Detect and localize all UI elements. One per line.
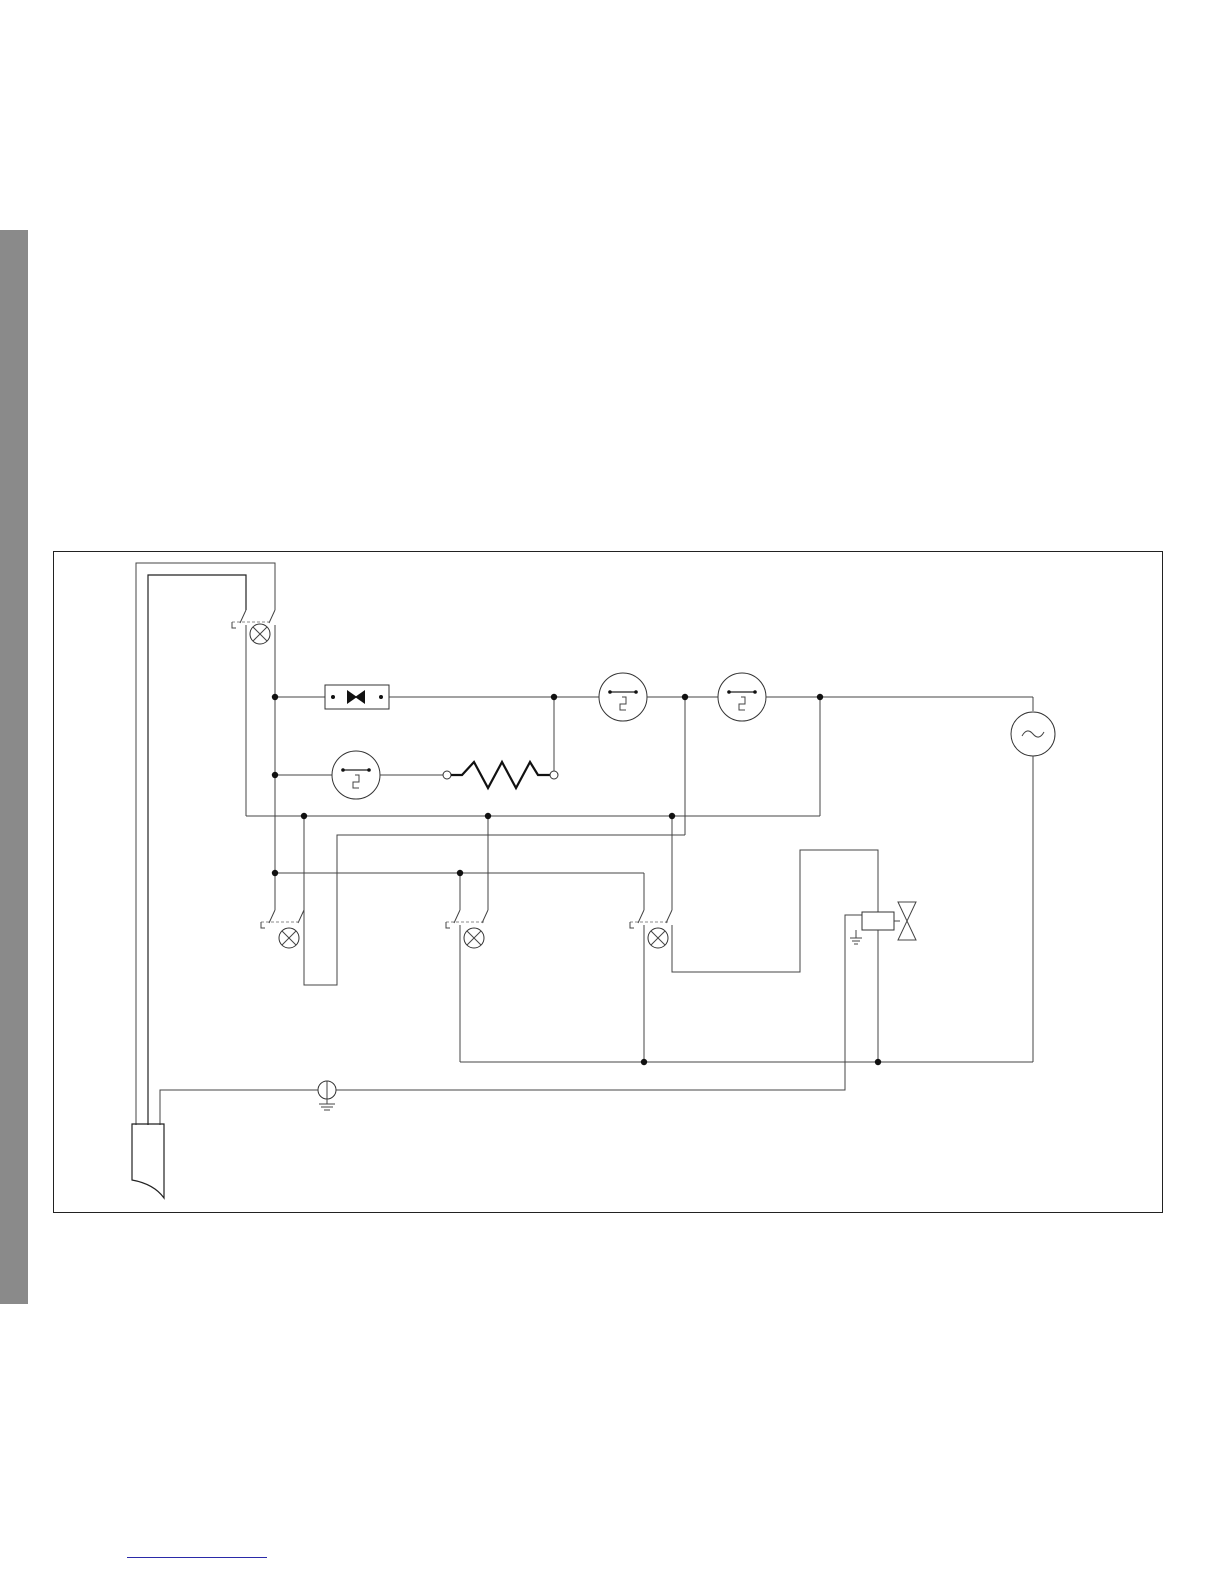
switch-with-lamp-icon: [630, 910, 672, 948]
solenoid-valve-icon: [850, 902, 916, 944]
switch-with-lamp-icon: [446, 910, 488, 948]
footer-rule: [127, 1557, 267, 1558]
switch-with-lamp-icon: [232, 610, 275, 644]
cable-plug-icon: [132, 1124, 164, 1198]
resistor-icon: [443, 762, 558, 788]
thermostat-icon: [332, 751, 380, 799]
ground-icon: [318, 1081, 336, 1110]
thermostat-icon: [718, 673, 766, 721]
fuse-icon: [325, 685, 389, 709]
ac-motor-icon: [1011, 712, 1055, 756]
switch-with-lamp-icon: [261, 873, 304, 948]
junction-dots: [272, 694, 881, 1065]
thermostat-icon: [599, 673, 647, 721]
power-cable-wires: [136, 563, 862, 1125]
